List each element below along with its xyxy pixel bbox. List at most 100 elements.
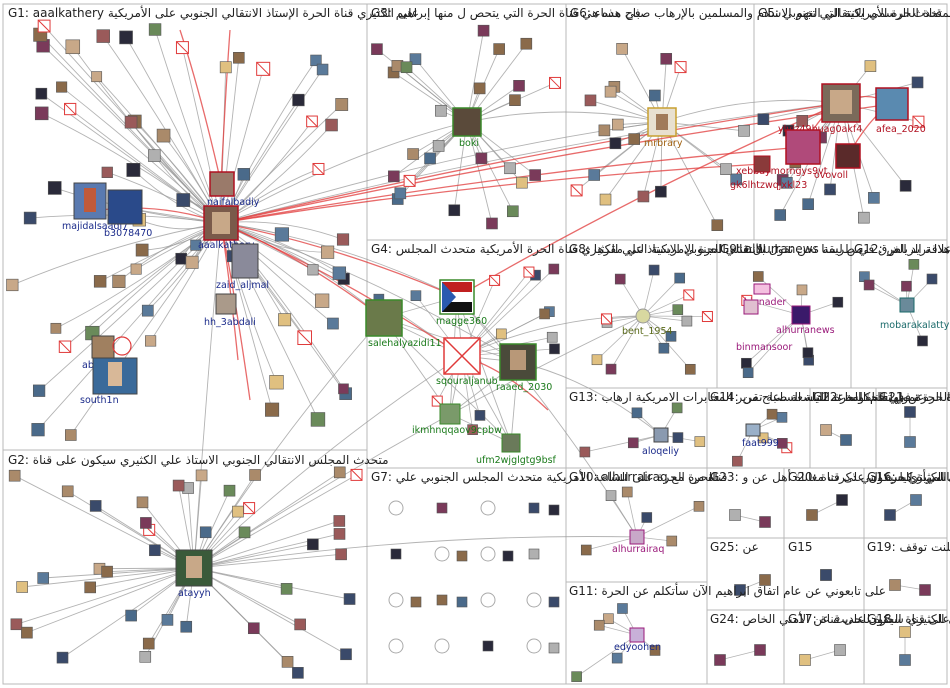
minor-node[interactable]: [799, 654, 811, 666]
minor-node[interactable]: [467, 424, 478, 435]
minor-node[interactable]: [388, 592, 404, 608]
minor-node[interactable]: [671, 402, 683, 414]
minor-node[interactable]: [297, 330, 313, 346]
minor-node[interactable]: [35, 87, 48, 100]
minor-node[interactable]: [456, 550, 468, 562]
minor-node[interactable]: [720, 163, 732, 175]
minor-node[interactable]: [904, 436, 916, 448]
node-majidalsaadi7[interactable]: majidalsaadi7: [62, 182, 128, 232]
minor-node[interactable]: [435, 104, 447, 117]
minor-node[interactable]: [333, 528, 346, 540]
minor-node[interactable]: [840, 434, 852, 446]
minor-node[interactable]: [473, 82, 486, 95]
minor-node[interactable]: [310, 412, 326, 427]
minor-node[interactable]: [899, 180, 912, 192]
minor-node[interactable]: [766, 408, 778, 420]
minor-node[interactable]: [495, 328, 507, 340]
minor-node[interactable]: [614, 273, 626, 285]
minor-node[interactable]: [549, 343, 560, 355]
minor-node[interactable]: [600, 313, 612, 325]
minor-node[interactable]: [65, 39, 81, 55]
node-alhurranews[interactable]: alhurranews: [776, 305, 835, 336]
minor-node[interactable]: [802, 347, 814, 359]
minor-node[interactable]: [350, 468, 363, 481]
minor-node[interactable]: [343, 593, 356, 605]
minor-node[interactable]: [579, 446, 591, 458]
minor-node[interactable]: [509, 94, 521, 106]
minor-node[interactable]: [617, 603, 628, 614]
minor-node[interactable]: [58, 340, 72, 353]
minor-node[interactable]: [325, 118, 338, 132]
node-edyoohen[interactable]: edyoohen: [614, 627, 661, 653]
minor-node[interactable]: [265, 402, 280, 417]
minor-node[interactable]: [388, 500, 404, 516]
minor-node[interactable]: [47, 181, 62, 195]
minor-node[interactable]: [889, 579, 901, 591]
minor-node[interactable]: [31, 423, 45, 437]
node-raaed_2030[interactable]: raaed_2030: [496, 343, 552, 393]
minor-node[interactable]: [832, 296, 844, 308]
minor-node[interactable]: [598, 124, 611, 137]
minor-node[interactable]: [141, 304, 154, 317]
node-ikmhnqqaov9cpbw[interactable]: ikmhnqqaov9cpbw: [412, 403, 502, 436]
minor-node[interactable]: [6, 278, 19, 292]
minor-node[interactable]: [124, 115, 138, 129]
minor-node[interactable]: [448, 204, 461, 217]
minor-node[interactable]: [310, 54, 322, 67]
minor-node[interactable]: [910, 494, 922, 506]
node-ovovoll[interactable]: ovovoll: [814, 143, 861, 181]
minor-node[interactable]: [424, 152, 436, 165]
minor-node[interactable]: [672, 304, 684, 315]
minor-node[interactable]: [409, 53, 422, 65]
minor-node[interactable]: [757, 432, 769, 444]
minor-node[interactable]: [327, 317, 339, 330]
minor-node[interactable]: [175, 252, 187, 265]
minor-node[interactable]: [571, 671, 582, 682]
minor-node[interactable]: [584, 94, 597, 107]
minor-node[interactable]: [410, 290, 422, 301]
minor-node[interactable]: [37, 19, 51, 33]
minor-node[interactable]: [130, 263, 142, 275]
minor-node[interactable]: [701, 311, 713, 323]
minor-node[interactable]: [256, 61, 271, 76]
minor-node[interactable]: [269, 375, 284, 390]
minor-node[interactable]: [321, 245, 335, 259]
minor-node[interactable]: [611, 652, 623, 664]
minor-node[interactable]: [926, 273, 938, 285]
minor-node[interactable]: [899, 626, 911, 638]
minor-node[interactable]: [306, 115, 318, 128]
minor-node[interactable]: [549, 76, 562, 89]
minor-node[interactable]: [820, 424, 832, 436]
node-binnader[interactable]: binnader: [744, 283, 786, 308]
minor-node[interactable]: [371, 43, 383, 55]
node-salehalyazidi11[interactable]: salehalyazidi11: [365, 299, 442, 349]
minor-node[interactable]: [516, 176, 528, 189]
minor-node[interactable]: [232, 505, 244, 518]
minor-node[interactable]: [480, 546, 496, 562]
minor-node[interactable]: [796, 115, 809, 127]
minor-node[interactable]: [56, 651, 69, 664]
node-binmansoor[interactable]: binmansoor: [736, 299, 792, 353]
minor-node[interactable]: [390, 548, 402, 560]
minor-node[interactable]: [482, 640, 494, 652]
minor-node[interactable]: [732, 455, 743, 467]
minor-node[interactable]: [781, 177, 793, 189]
minor-node[interactable]: [796, 284, 808, 296]
minor-node[interactable]: [674, 61, 687, 74]
minor-node[interactable]: [666, 535, 678, 547]
minor-node[interactable]: [486, 217, 498, 230]
minor-node[interactable]: [714, 654, 726, 666]
minor-node[interactable]: [759, 574, 771, 586]
minor-node[interactable]: [335, 548, 347, 561]
minor-node[interactable]: [658, 342, 670, 354]
minor-node[interactable]: [864, 60, 877, 72]
minor-node[interactable]: [904, 406, 916, 418]
minor-node[interactable]: [504, 162, 516, 175]
minor-node[interactable]: [528, 502, 540, 514]
minor-node[interactable]: [580, 544, 592, 556]
minor-node[interactable]: [135, 243, 149, 257]
minor-node[interactable]: [332, 266, 347, 280]
minor-node[interactable]: [683, 289, 695, 301]
minor-node[interactable]: [628, 133, 640, 145]
minor-node[interactable]: [836, 494, 848, 506]
